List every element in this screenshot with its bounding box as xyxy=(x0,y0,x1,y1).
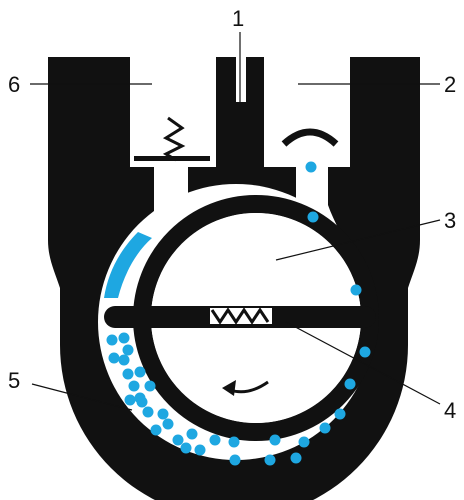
fluid-droplet xyxy=(158,409,169,420)
callout-1: 1 xyxy=(232,6,244,31)
fluid-droplet xyxy=(123,369,134,380)
outlet-chamber-2 xyxy=(264,57,350,167)
fluid-droplet xyxy=(335,409,346,420)
fluid-droplet xyxy=(125,395,136,406)
fluid-droplet xyxy=(187,429,198,440)
fluid-droplet xyxy=(151,425,162,436)
fluid-droplet xyxy=(210,435,221,446)
callout-4: 4 xyxy=(444,398,456,423)
fluid-droplet xyxy=(308,212,319,223)
fluid-droplet xyxy=(143,407,154,418)
spring-plate xyxy=(134,156,210,161)
fluid-droplet xyxy=(107,335,118,346)
fluid-droplet xyxy=(123,345,134,356)
fluid-droplet xyxy=(119,355,130,366)
fluid-droplet xyxy=(265,455,276,466)
fluid-droplet xyxy=(173,435,184,446)
fluid-droplet xyxy=(163,419,174,430)
callout-3: 3 xyxy=(444,208,456,233)
fluid-droplet xyxy=(291,453,302,464)
fluid-droplet xyxy=(306,162,317,173)
callout-5: 5 xyxy=(8,368,20,393)
fluid-droplet xyxy=(299,437,310,448)
fluid-droplet xyxy=(195,445,206,456)
fluid-droplet xyxy=(137,397,148,408)
fluid-droplet xyxy=(181,443,192,454)
fluid-droplet xyxy=(109,353,120,364)
fluid-droplet xyxy=(360,347,371,358)
fluid-droplet xyxy=(135,367,146,378)
fluid-droplet xyxy=(320,423,331,434)
fluid-droplet xyxy=(145,381,156,392)
fluid-droplet xyxy=(270,435,281,446)
fluid-droplet xyxy=(230,455,241,466)
divider-post-1 xyxy=(236,57,246,102)
fluid-droplet xyxy=(351,285,362,296)
fluid-droplet xyxy=(129,381,140,392)
callout-6: 6 xyxy=(8,72,20,97)
fluid-droplet xyxy=(119,333,130,344)
fluid-droplet xyxy=(229,437,240,448)
fluid-droplet xyxy=(345,379,356,390)
callout-2: 2 xyxy=(444,72,456,97)
